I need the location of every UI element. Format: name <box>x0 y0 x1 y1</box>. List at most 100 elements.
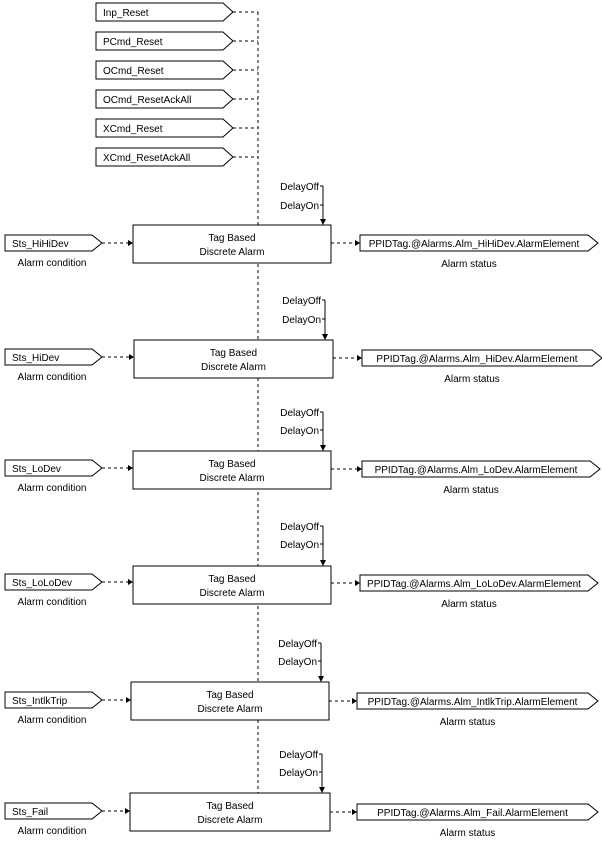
alarm-status-tag <box>356 692 599 710</box>
output-arrow <box>355 240 360 246</box>
delay-on-label: DelayOn <box>282 315 321 326</box>
delay-arrow <box>320 560 326 566</box>
alarm-status-tag <box>361 460 601 478</box>
alarm-block-title: Tag Based <box>208 233 255 244</box>
alarm-block-title: Tag Based <box>210 348 257 359</box>
reset-input-tag <box>95 60 234 80</box>
alarm-status-label: PPIDTag.@Alarms.Alm_LoDev.AlarmElement <box>375 465 578 476</box>
condition-arrow <box>129 354 134 360</box>
delay-arrow <box>322 334 328 340</box>
output-arrow <box>352 698 357 704</box>
alarm-condition-label: Sts_IntlkTrip <box>12 696 68 707</box>
delay-off-label: DelayOff <box>282 296 321 307</box>
condition-arrow <box>128 579 133 585</box>
alarm-block-subtitle: Discrete Alarm <box>199 588 264 599</box>
alarm-condition-caption: Alarm condition <box>18 372 87 383</box>
alarm-condition-label: Sts_LoDev <box>12 464 61 475</box>
reset-input: Inp_Reset <box>95 2 234 22</box>
reset-input-label: OCmd_ResetAckAll <box>103 95 191 106</box>
delay-off-label: DelayOff <box>280 522 319 533</box>
alarm-status-caption: Alarm status <box>441 259 497 270</box>
reset-input: OCmd_Reset <box>95 60 234 80</box>
output-arrow <box>355 580 360 586</box>
alarm-condition-label: Sts_Fail <box>12 807 48 818</box>
output-arrow <box>352 809 357 815</box>
alarm-block-title: Tag Based <box>208 574 255 585</box>
delay-arrow <box>320 445 326 451</box>
reset-input-tag <box>95 118 234 138</box>
alarm-condition-caption: Alarm condition <box>18 715 87 726</box>
alarm-block-subtitle: Discrete Alarm <box>201 362 266 373</box>
alarm-block-subtitle: Discrete Alarm <box>197 704 262 715</box>
reset-input: XCmd_Reset <box>95 118 234 138</box>
alarm-condition-caption: Alarm condition <box>18 483 87 494</box>
delay-off-label: DelayOff <box>280 182 319 193</box>
alarm-condition-tag <box>4 459 103 477</box>
condition-arrow <box>128 240 133 246</box>
alarm-status-label: PPIDTag.@Alarms.Alm_IntlkTrip.AlarmEleme… <box>368 697 578 708</box>
discrete-alarm-block <box>132 224 332 264</box>
alarm-condition-caption: Alarm condition <box>18 258 87 269</box>
delay-on-label: DelayOn <box>280 540 319 551</box>
discrete-alarm-block <box>132 565 332 605</box>
reset-input: PCmd_Reset <box>95 31 234 51</box>
alarm-block-title: Tag Based <box>208 459 255 470</box>
condition-arrow <box>128 465 133 471</box>
discrete-alarm-block <box>132 450 332 490</box>
alarm-block-subtitle: Discrete Alarm <box>199 473 264 484</box>
alarm-status-tag <box>356 803 599 821</box>
reset-input-tag <box>95 89 234 109</box>
reset-input-tag <box>95 31 234 51</box>
alarm-status-label: PPIDTag.@Alarms.Alm_HiDev.AlarmElement <box>376 354 577 365</box>
alarm-status-caption: Alarm status <box>441 599 497 610</box>
reset-input-tag <box>95 2 234 22</box>
reset-input-label: PCmd_Reset <box>103 37 163 48</box>
alarm-block-title: Tag Based <box>206 690 253 701</box>
reset-input: OCmd_ResetAckAll <box>95 89 234 109</box>
alarm-condition-label: Sts_HiHiDev <box>12 239 69 250</box>
alarm-condition-label: Sts_HiDev <box>12 353 59 364</box>
alarm-status-tag <box>359 574 599 592</box>
alarm-status-tag <box>361 349 602 367</box>
delay-arrow <box>319 787 325 793</box>
delay-off-label: DelayOff <box>279 750 318 761</box>
alarm-condition-tag <box>4 802 103 820</box>
reset-input-label: XCmd_ResetAckAll <box>103 153 190 164</box>
reset-input-tag <box>95 147 234 167</box>
delay-off-label: DelayOff <box>278 639 317 650</box>
alarm-condition-tag <box>4 573 103 591</box>
condition-arrow <box>126 697 131 703</box>
alarm-block-subtitle: Discrete Alarm <box>199 247 264 258</box>
alarm-status-caption: Alarm status <box>444 374 500 385</box>
delay-off-label: DelayOff <box>280 408 319 419</box>
output-arrow <box>357 466 362 472</box>
output-arrow <box>357 355 362 361</box>
delay-on-label: DelayOn <box>279 768 318 779</box>
delay-arrow <box>318 676 324 682</box>
reset-bus <box>233 11 259 793</box>
discrete-alarm-block <box>133 339 334 379</box>
alarm-status-caption: Alarm status <box>440 828 496 839</box>
condition-arrow <box>125 808 130 814</box>
alarm-block-subtitle: Discrete Alarm <box>197 815 262 826</box>
alarm-condition-tag <box>4 348 103 366</box>
alarm-status-label: PPIDTag.@Alarms.Alm_LoLoDev.AlarmElement <box>367 579 581 590</box>
alarm-condition-caption: Alarm condition <box>18 597 87 608</box>
delay-on-label: DelayOn <box>280 426 319 437</box>
alarm-condition-tag <box>4 234 103 252</box>
alarm-block-title: Tag Based <box>206 801 253 812</box>
alarm-status-label: PPIDTag.@Alarms.Alm_HiHiDev.AlarmElement <box>369 239 580 250</box>
delay-on-label: DelayOn <box>280 201 319 212</box>
alarm-condition-caption: Alarm condition <box>18 826 87 837</box>
alarm-status-caption: Alarm status <box>440 717 496 728</box>
alarm-condition-label: Sts_LoLoDev <box>12 578 72 589</box>
reset-input-label: OCmd_Reset <box>103 66 164 77</box>
alarm-status-caption: Alarm status <box>443 485 499 496</box>
